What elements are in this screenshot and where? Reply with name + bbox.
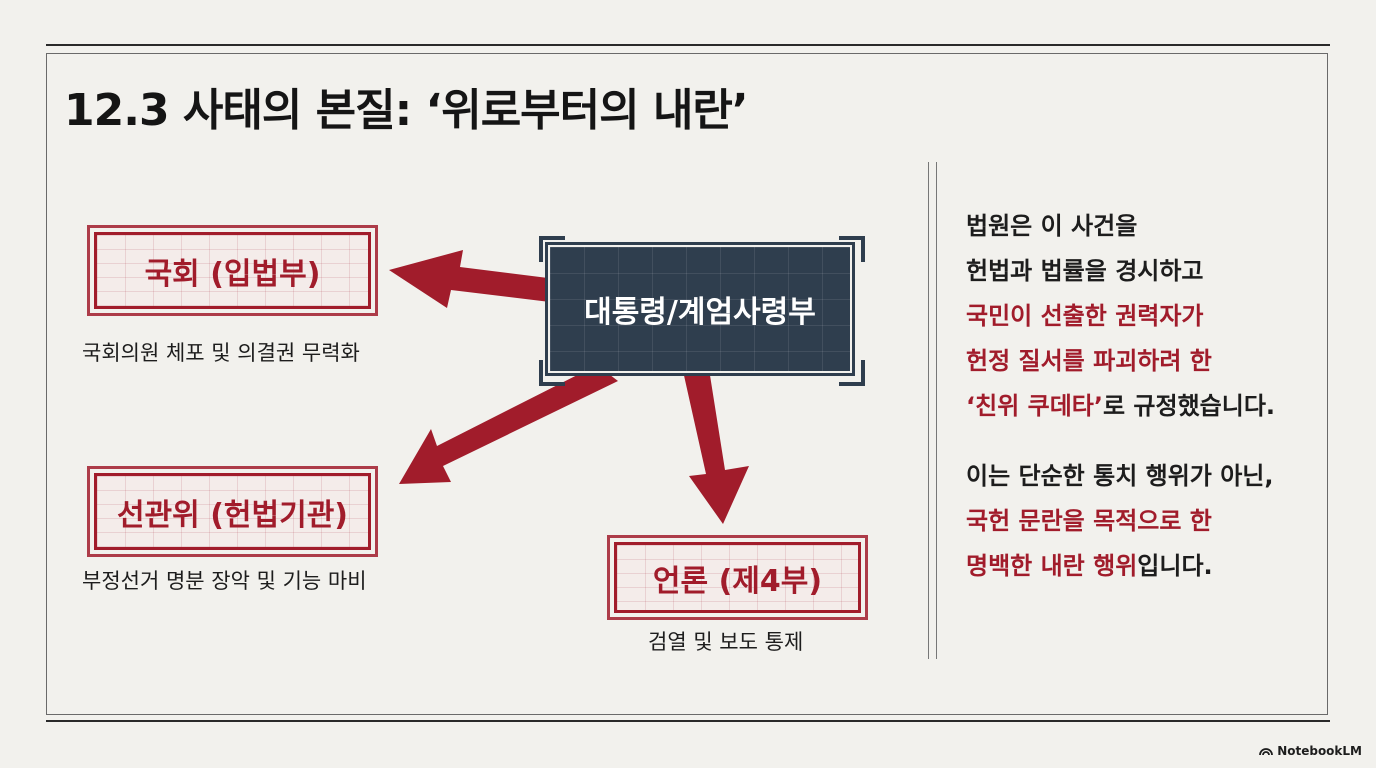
- node-label: 국회 (입법부): [144, 256, 321, 292]
- logo-text: NotebookLM: [1277, 744, 1362, 758]
- arrow-to-assembly: [389, 250, 556, 308]
- court-ruling-paragraph: 법원은 이 사건을 헌법과 법률을 경시하고 국민이 선출한 권력자가 헌정 질…: [966, 204, 1326, 429]
- text-line: 명백한 내란 행위입니다.: [966, 544, 1326, 589]
- insurrection-phrase: 명백한 내란 행위: [966, 552, 1138, 580]
- slide-frame: [46, 53, 1328, 715]
- node-label: 선관위 (헌법기관): [116, 497, 349, 533]
- self-coup-phrase: ‘친위 쿠데타’: [966, 392, 1103, 420]
- notebooklm-logo: NotebookLM: [1259, 744, 1362, 758]
- bottom-rule: [46, 720, 1330, 722]
- text-line: 법원은 이 사건을: [966, 212, 1138, 240]
- node-description: 검열 및 보도 통제: [648, 630, 804, 654]
- text-line-highlight: 국헌 문란을 목적으로 한: [966, 507, 1212, 535]
- text-fragment: 입니다.: [1137, 552, 1213, 580]
- node-election-commission: 선관위 (헌법기관): [94, 473, 371, 550]
- column-divider: [936, 162, 937, 659]
- text-line: ‘친위 쿠데타’로 규정했습니다.: [966, 384, 1326, 429]
- text-line: 이는 단순한 통치 행위가 아닌,: [966, 462, 1274, 490]
- node-label: 언론 (제4부): [652, 563, 823, 599]
- arrow-to-election-commission: [399, 365, 618, 484]
- corner-mark: [839, 236, 865, 262]
- corner-mark: [539, 360, 565, 386]
- insurrection-paragraph: 이는 단순한 통치 행위가 아닌, 국헌 문란을 목적으로 한 명백한 내란 행…: [966, 454, 1326, 589]
- node-national-assembly: 국회 (입법부): [94, 232, 371, 309]
- center-node-label: 대통령/계엄사령부: [584, 295, 816, 330]
- node-press: 언론 (제4부): [614, 542, 861, 613]
- notebooklm-icon: [1259, 748, 1274, 756]
- text-line-highlight: 헌정 질서를 파괴하려 한: [966, 347, 1212, 375]
- center-node-president: 대통령/계엄사령부: [545, 242, 855, 376]
- corner-mark: [839, 360, 865, 386]
- column-divider: [928, 162, 929, 659]
- slide-title: 12.3 사태의 본질: ‘위로부터의 내란’: [64, 85, 749, 136]
- top-rule: [46, 44, 1330, 46]
- text-line: 헌법과 법률을 경시하고: [966, 257, 1204, 285]
- node-description: 국회의원 체포 및 의결권 무력화: [82, 341, 360, 365]
- node-description: 부정선거 명분 장악 및 기능 마비: [82, 569, 367, 593]
- text-fragment: 로 규정했습니다.: [1103, 392, 1276, 420]
- corner-mark: [539, 236, 565, 262]
- text-line-highlight: 국민이 선출한 권력자가: [966, 302, 1204, 330]
- arrow-to-press: [683, 369, 749, 524]
